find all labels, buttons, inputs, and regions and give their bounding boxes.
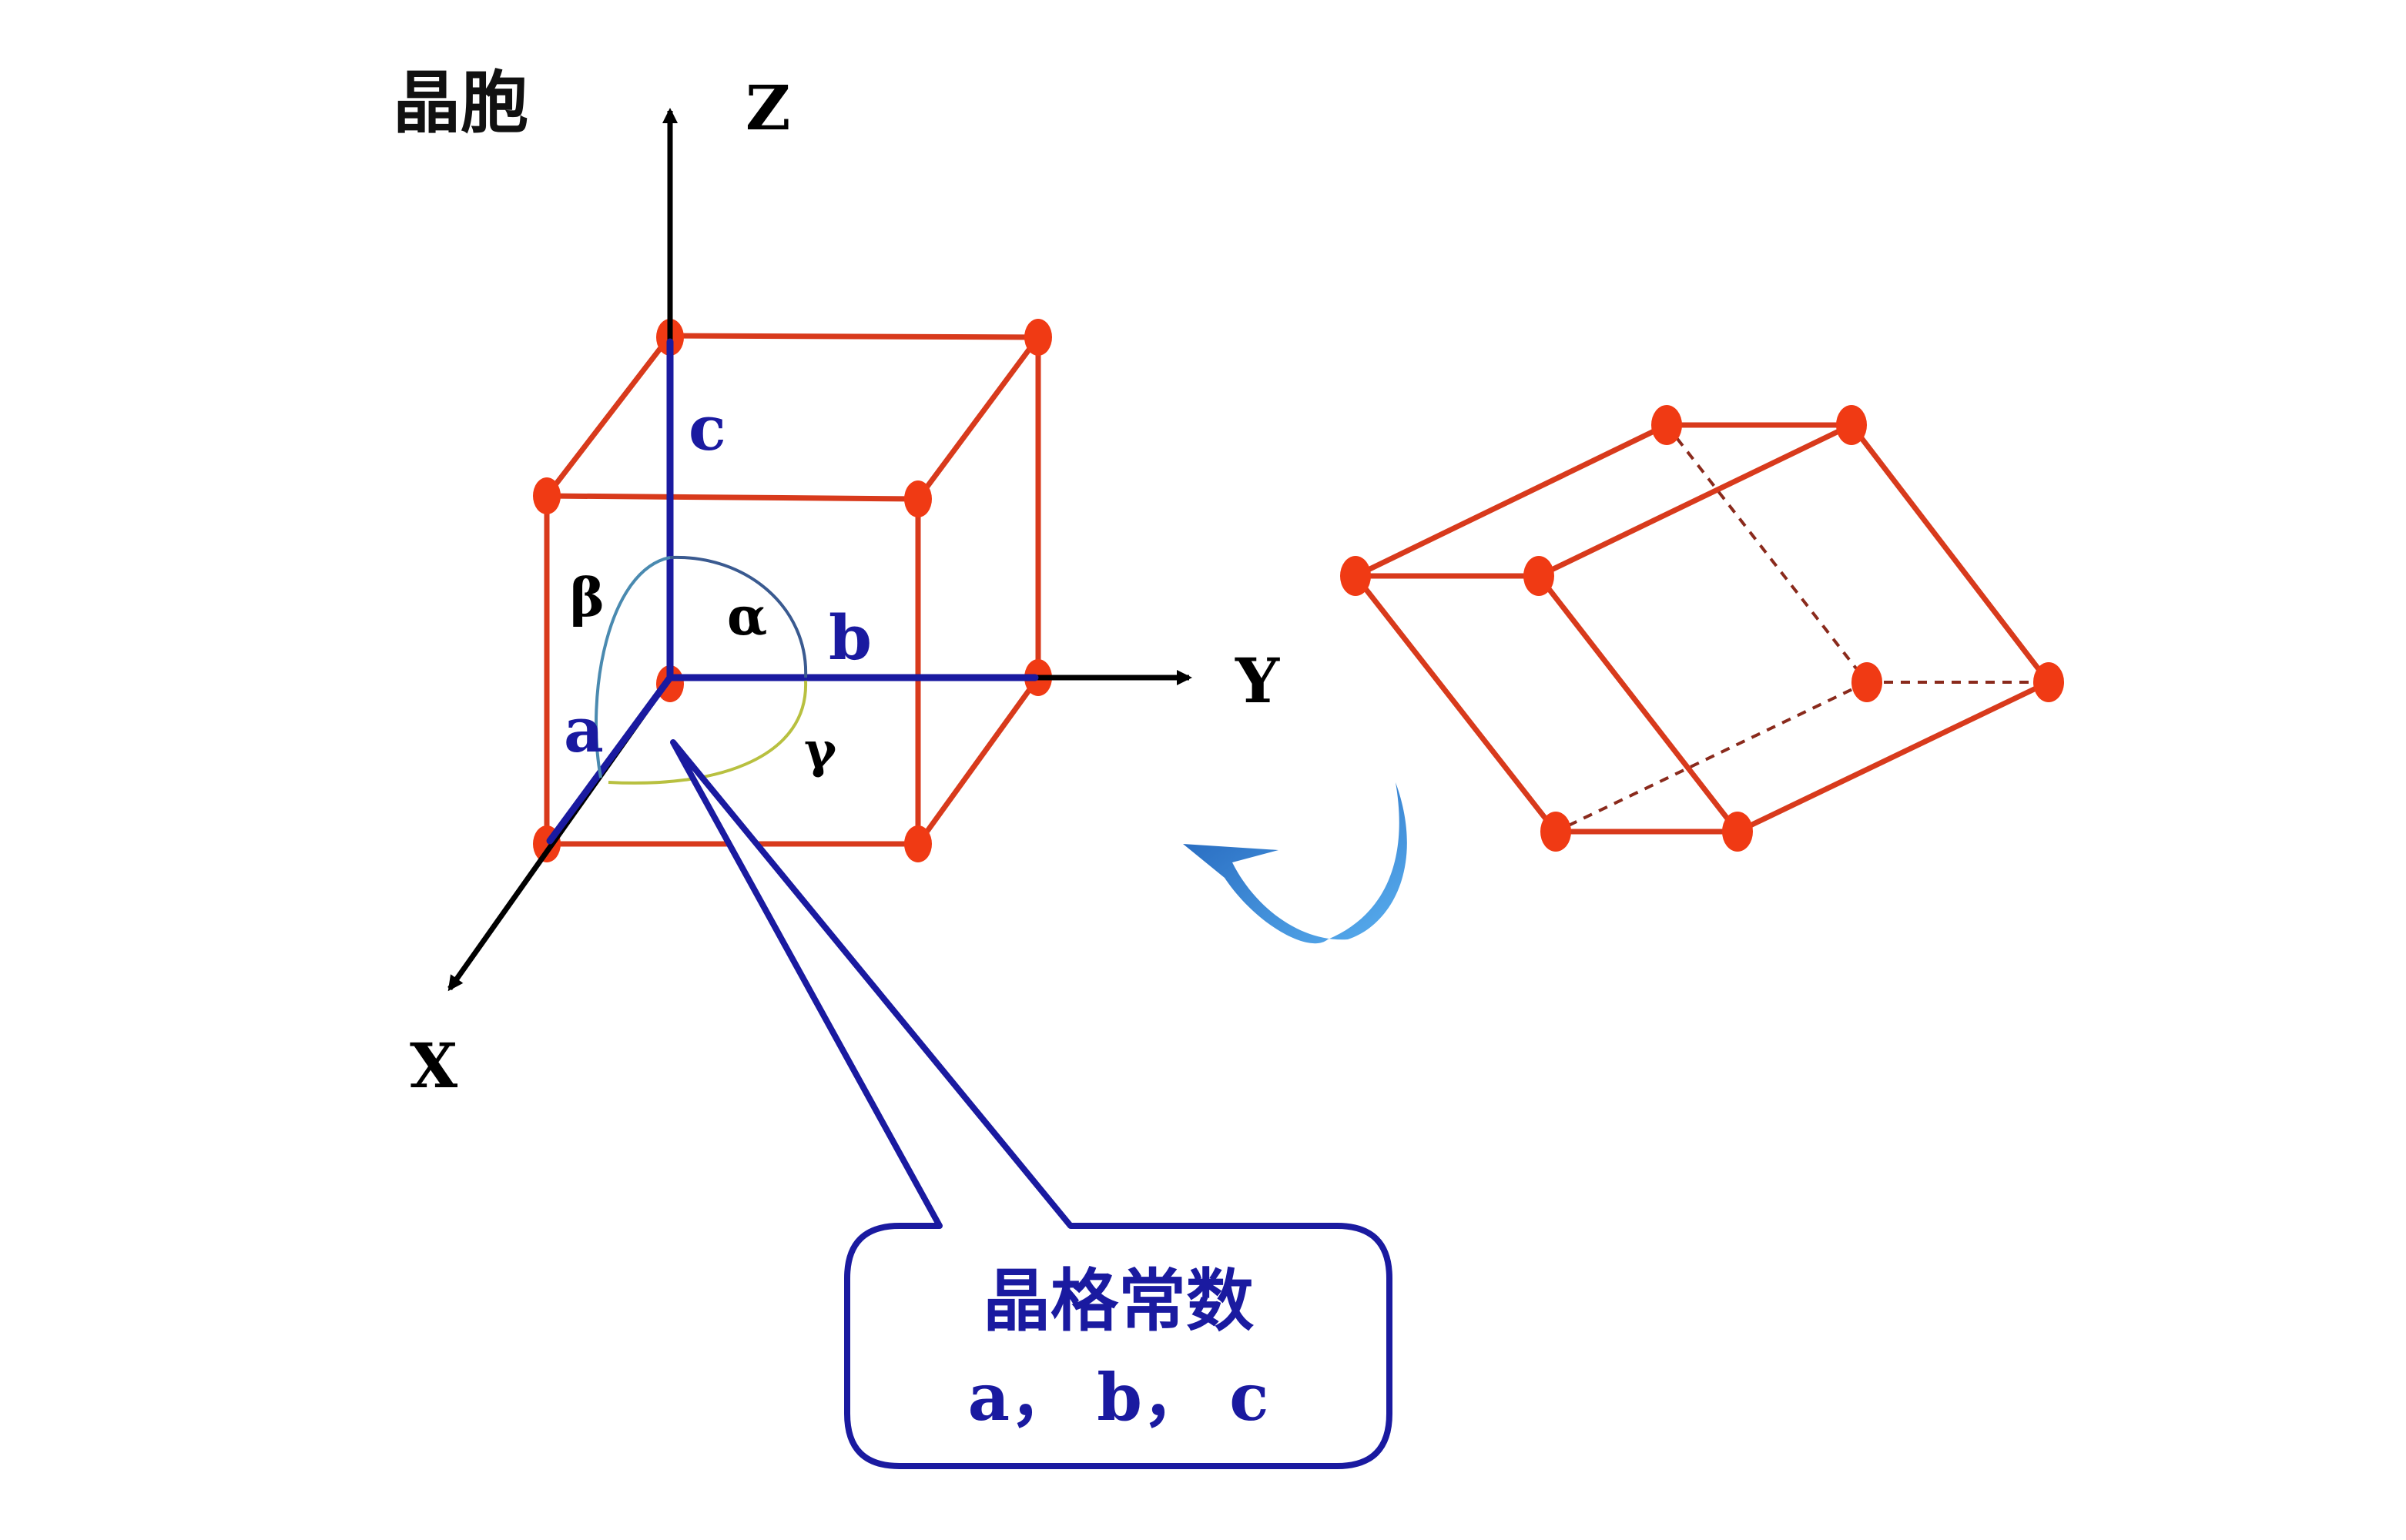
- callout-values: a， b， c: [968, 1359, 1269, 1435]
- axis-y-label: Y: [1235, 644, 1280, 717]
- transform-arrow-icon: [1183, 782, 1407, 944]
- edge-c-label: c: [689, 392, 726, 464]
- beta-label: β: [570, 567, 605, 629]
- axis-x-label: X: [410, 1029, 457, 1102]
- edge-b-label: b: [829, 601, 872, 674]
- oblique-cell-frame: [1353, 422, 2051, 835]
- edge-a-label: a: [564, 694, 604, 766]
- gamma-arc: [608, 680, 808, 785]
- cube-frame: [544, 333, 1044, 847]
- coordinate-axes: [447, 108, 1192, 992]
- callout-title: 晶格常数: [983, 1260, 1254, 1341]
- alpha-label: α: [727, 586, 767, 648]
- alpha-arc: [669, 555, 808, 678]
- beta-arc: [595, 556, 671, 778]
- lattice-constant-callout: 晶格常数 a， b， c: [670, 739, 1392, 1469]
- cube-nodes: [533, 319, 1052, 862]
- gamma-label: γ: [804, 721, 837, 779]
- oblique-cell-hidden-edges: [1555, 424, 2049, 833]
- oblique-cell-nodes: [1340, 405, 2064, 852]
- axis-z-label: Z: [746, 72, 790, 144]
- lattice-vectors: [546, 338, 1039, 845]
- title-label: 晶胞: [393, 62, 528, 142]
